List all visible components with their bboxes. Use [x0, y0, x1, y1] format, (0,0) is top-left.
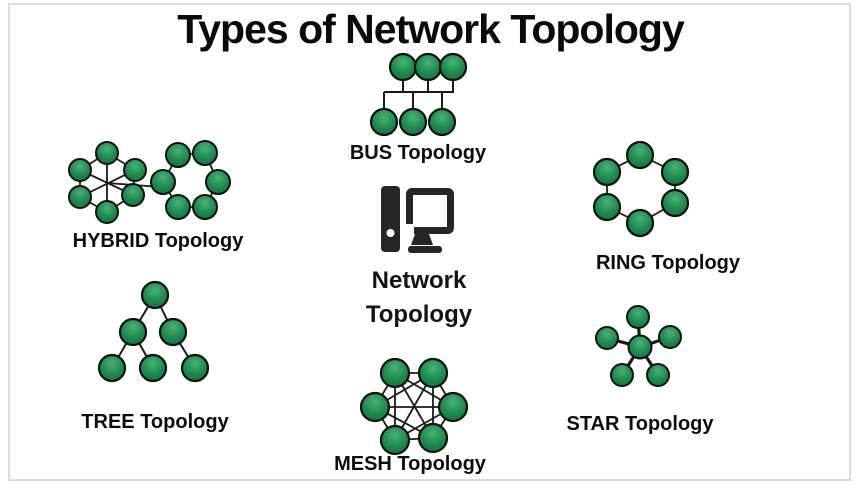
mesh-nodes: [359, 357, 469, 456]
hybrid-topology-label: HYBRID Topology: [72, 230, 244, 252]
computer-tower: [381, 186, 400, 252]
star-topology-icon: [595, 305, 682, 387]
star-nodes: [595, 305, 682, 387]
center-caption-line1: Network: [371, 267, 467, 294]
bus-topology-label: BUS Topology: [349, 142, 487, 164]
monitor-notch: [405, 224, 414, 234]
monitor-stand: [411, 234, 433, 245]
mesh-topology-label: MESH Topology: [334, 453, 486, 475]
hybrid-nodes: [68, 140, 231, 224]
tree-nodes: [97, 280, 210, 383]
page-title: Types of Network Topology: [177, 6, 685, 52]
ring-topology-icon: [592, 140, 690, 238]
center-caption: Network Topology: [319, 264, 519, 332]
bus-topology-icon: [369, 52, 468, 137]
hybrid-topology-icon: [68, 140, 231, 224]
ring-topology-label: RING Topology: [595, 252, 741, 274]
computer-icon: [381, 186, 454, 253]
monitor-base: [408, 246, 442, 253]
bus-nodes: [369, 52, 468, 137]
center-caption-line2: Topology: [365, 301, 473, 328]
mesh-topology-icon: [359, 357, 469, 456]
tree-topology-icon: [97, 280, 210, 383]
star-topology-label: STAR Topology: [566, 413, 714, 435]
tree-topology-label: TREE Topology: [81, 411, 229, 433]
ring-nodes: [592, 140, 690, 238]
tower-power-light: [386, 229, 395, 237]
